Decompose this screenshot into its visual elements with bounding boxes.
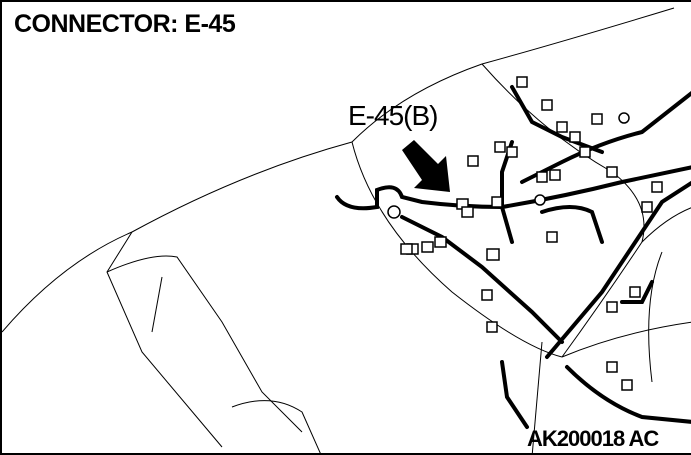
arrow-icon	[402, 140, 450, 192]
page-title: CONNECTOR: E-45	[14, 10, 236, 38]
hood-line	[2, 141, 353, 333]
connector-callout-label: E-45(B)	[348, 100, 438, 131]
wiring-harness	[335, 85, 691, 429]
connectors	[387, 76, 663, 391]
figure-code: AK200018 AC	[527, 426, 659, 451]
headlight-outline	[106, 231, 223, 448]
